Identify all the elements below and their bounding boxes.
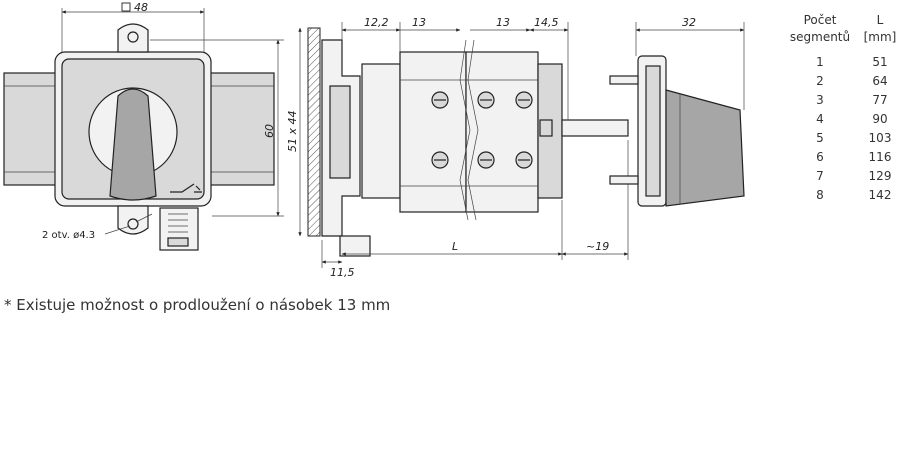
segment-1 [361,63,401,199]
dim-square-48: 48 [134,1,148,14]
handle-view: 32 [609,16,745,207]
square-symbol-icon [121,2,131,12]
table-row-L: 51 [872,55,887,69]
pin-top [609,75,639,85]
table-header-segments-2: segmentů [790,30,850,44]
table-row-segments: 5 [816,131,824,145]
dim-11-5: 11,5 [330,266,355,279]
knob-handle [109,88,157,201]
dim-height-60: 60 [263,124,276,138]
top-hole [127,31,139,43]
terminal-screws [431,91,533,169]
bottom-ear [117,205,149,235]
table-row-L: 142 [869,188,892,202]
table-header-segments-1: Počet [804,13,837,27]
dim-L: L [452,240,458,253]
table-row-L: 77 [872,93,887,107]
dim-mount-51x44: 51 x 44 [286,111,299,153]
segment-2 [399,51,467,213]
dim-19: ~19 [586,240,609,253]
handle-knob [665,89,745,207]
switch-symbol-icon [170,183,202,193]
dim-12-2: 12,2 [364,16,389,29]
footnote: * Existuje možnost o prodloužení o násob… [4,296,391,314]
table-row-L: 90 [872,112,887,126]
dim-32: 32 [682,16,696,29]
table-row-L: 129 [869,169,892,183]
table-row-L: 64 [872,74,887,88]
technical-drawing: 48 60 2 otv. ø4.3 51 x 44 [3,1,897,279]
side-view: 51 x 44 12,2 13 13 [286,16,629,279]
holes-label: 2 otv. ø4.3 [42,230,95,241]
table-row-segments: 7 [816,169,824,183]
pin-bottom [609,175,639,185]
table-row-segments: 8 [816,188,824,202]
shaft [561,119,629,137]
table-row-segments: 6 [816,150,824,164]
table-row-segments: 3 [816,93,824,107]
top-ear [117,23,149,53]
table-header-L-2: [mm] [864,30,897,44]
mounting-wall [307,27,321,237]
table-row-segments: 4 [816,112,824,126]
dim-13-b: 13 [496,16,510,29]
dim-13-a: 13 [412,16,426,29]
dim-14-5: 14,5 [534,16,559,29]
segment-3 [465,51,539,213]
table-row-segments: 2 [816,74,824,88]
table-header-L-1: L [877,13,884,27]
segments-table: Počet segmentů L [mm] 1 51 2 64 3 77 4 9… [790,13,897,202]
table-row-segments: 1 [816,55,824,69]
front-view: 48 60 2 otv. ø4.3 [3,1,284,251]
table-row-L: 103 [869,131,892,145]
table-row-L: 116 [869,150,892,164]
bottom-hole [127,218,139,230]
